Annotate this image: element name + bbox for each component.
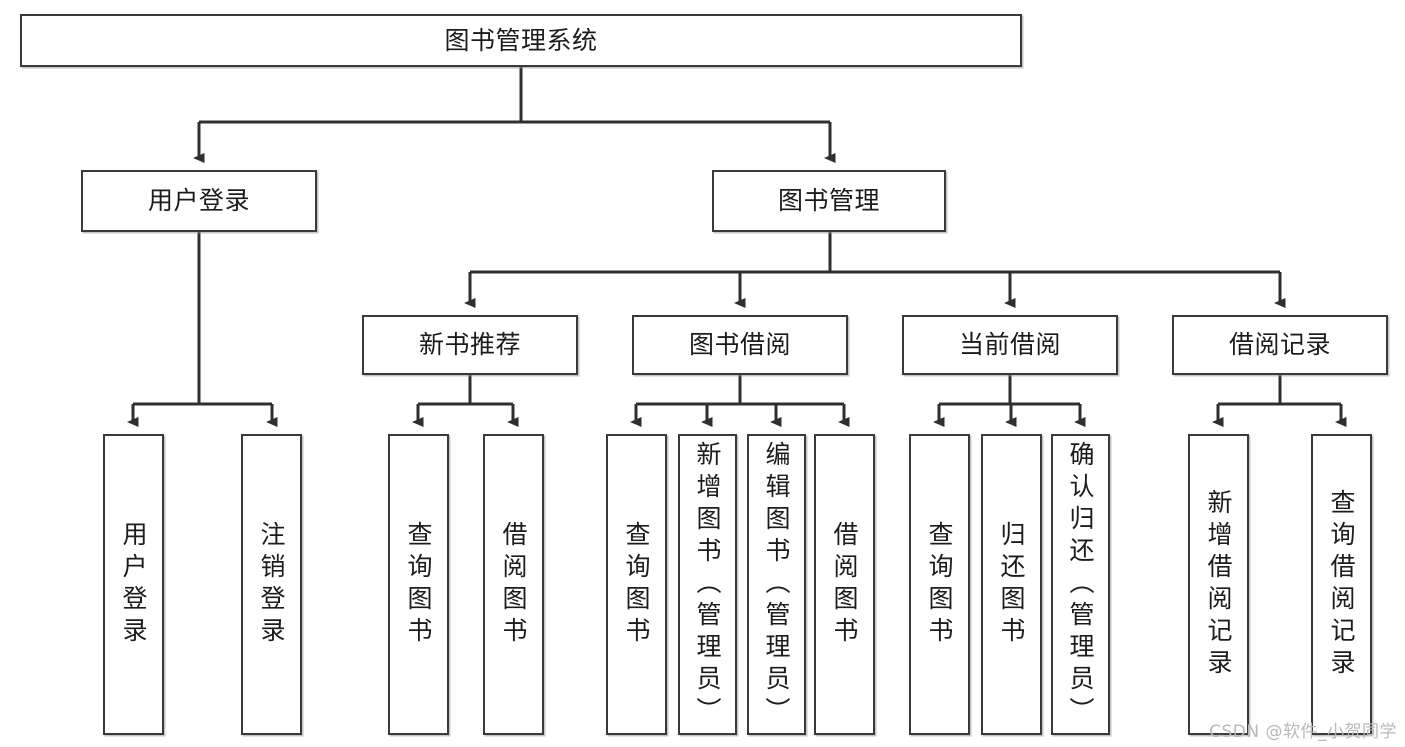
node-leaf-logout[interactable]: 注销登录 [241,434,302,735]
node-leaf-logout-label: 注销登录 [257,520,286,649]
node-current-borrow[interactable]: 当前借阅 [902,315,1118,375]
node-leaf-user-login[interactable]: 用户登录 [103,434,164,735]
node-leaf-query-book-bb[interactable]: 查询图书 [606,434,667,735]
node-user-login-label: 用户登录 [147,186,250,216]
node-leaf-query-record-label: 查询借阅记录 [1327,488,1356,681]
node-borrow-record[interactable]: 借阅记录 [1172,315,1388,375]
node-leaf-borrow-book-bb-label: 借阅图书 [830,520,859,649]
node-leaf-query-record[interactable]: 查询借阅记录 [1311,434,1372,735]
node-leaf-user-login-label: 用户登录 [119,520,148,649]
node-leaf-return-book-label: 归还图书 [997,520,1026,649]
node-leaf-query-book-cb[interactable]: 查询图书 [909,434,970,735]
node-leaf-query-book-nb-label: 查询图书 [404,520,433,649]
csdn-watermark: CSDN @软件_小贺同学 [1209,722,1397,742]
node-leaf-edit-book[interactable]: 编辑图书（管理员） [747,434,806,735]
node-new-book-recommend[interactable]: 新书推荐 [362,315,578,375]
node-user-login[interactable]: 用户登录 [81,170,317,232]
node-book-manage[interactable]: 图书管理 [712,170,946,232]
node-book-borrow[interactable]: 图书借阅 [632,315,848,375]
node-leaf-query-book-bb-label: 查询图书 [622,520,651,649]
node-leaf-query-book-nb[interactable]: 查询图书 [388,434,449,735]
node-leaf-add-record[interactable]: 新增借阅记录 [1188,434,1249,735]
node-root-label: 图书管理系统 [444,25,598,55]
node-leaf-edit-book-label: 编辑图书（管理员） [762,440,791,729]
node-leaf-add-book[interactable]: 新增图书（管理员） [678,434,737,735]
node-new-book-recommend-label: 新书推荐 [418,330,521,360]
node-leaf-add-book-label: 新增图书（管理员） [693,440,722,729]
node-leaf-confirm-return-label: 确认归还（管理员） [1066,440,1095,729]
node-leaf-query-book-cb-label: 查询图书 [925,520,954,649]
node-book-manage-label: 图书管理 [777,186,880,216]
node-leaf-return-book[interactable]: 归还图书 [981,434,1042,735]
node-leaf-borrow-book-bb[interactable]: 借阅图书 [814,434,875,735]
node-current-borrow-label: 当前借阅 [958,330,1061,360]
node-leaf-confirm-return[interactable]: 确认归还（管理员） [1051,434,1110,735]
node-leaf-borrow-book-nb-label: 借阅图书 [499,520,528,649]
node-root[interactable]: 图书管理系统 [20,14,1022,67]
node-leaf-borrow-book-nb[interactable]: 借阅图书 [483,434,544,735]
node-borrow-record-label: 借阅记录 [1228,330,1331,360]
node-leaf-add-record-label: 新增借阅记录 [1204,488,1233,681]
node-book-borrow-label: 图书借阅 [688,330,791,360]
